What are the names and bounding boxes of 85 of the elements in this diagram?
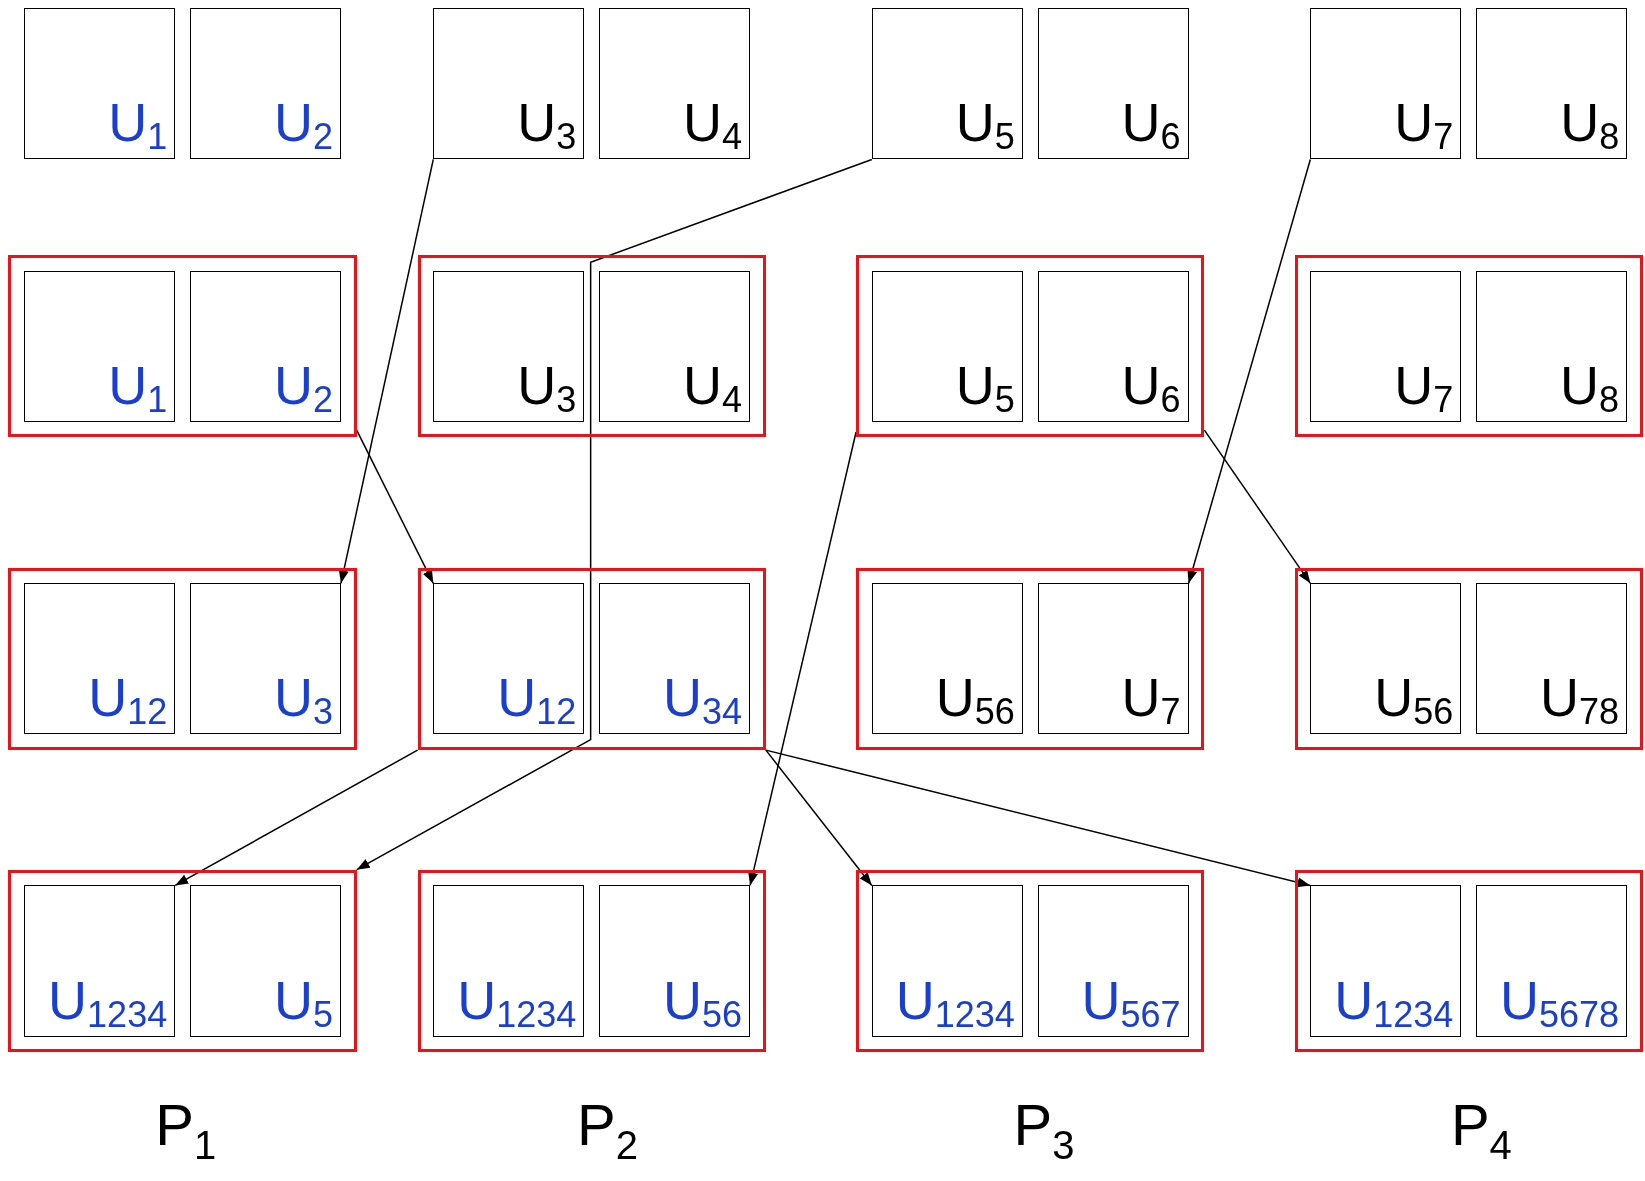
cell-value: U$_{34}$ — [663, 670, 743, 725]
memory-cell — [1037, 583, 1189, 735]
cell-value: U$_{567}$ — [1081, 972, 1181, 1027]
group-frame — [8, 254, 357, 438]
memory-cell — [599, 885, 751, 1037]
memory-cell — [871, 270, 1023, 422]
memory-cell — [189, 270, 341, 422]
cell-value: U$_{5678}$ — [1500, 972, 1620, 1027]
cell-value: U$_{8}$ — [1560, 357, 1620, 412]
memory-cell — [1037, 8, 1189, 160]
cell-value: U$_{6}$ — [1121, 95, 1181, 150]
cell-value: U$_{1}$ — [108, 95, 168, 150]
cell-value: U$_{56}$ — [935, 670, 1015, 725]
group-frame — [1294, 869, 1643, 1053]
memory-cell — [1476, 8, 1628, 160]
arrow — [174, 749, 419, 887]
group-frame — [1294, 567, 1643, 751]
memory-cell — [24, 270, 176, 422]
arrow — [338, 158, 435, 585]
memory-cell — [599, 583, 751, 735]
cell-value: U$_{5}$ — [955, 95, 1015, 150]
cell-value: U$_{56}$ — [1374, 670, 1454, 725]
memory-cell — [871, 885, 1023, 1037]
cell-value: U$_{7}$ — [1394, 95, 1454, 150]
memory-cell — [189, 583, 341, 735]
memory-cell — [1310, 8, 1462, 160]
group-frame — [856, 567, 1205, 751]
group-frame — [8, 869, 357, 1053]
memory-cell — [871, 583, 1023, 735]
cell-value: U$_{5}$ — [955, 357, 1015, 412]
cell-value: U$_{5}$ — [273, 972, 333, 1027]
memory-cell — [189, 8, 341, 160]
cell-value: U$_{78}$ — [1540, 670, 1620, 725]
cell-value: U$_{1234}$ — [1334, 972, 1454, 1027]
cell-value: U$_{4}$ — [683, 357, 743, 412]
memory-cell — [433, 885, 585, 1037]
cell-value: U$_{1}$ — [108, 357, 168, 412]
memory-cell — [1476, 270, 1628, 422]
group-frame — [417, 254, 766, 438]
memory-cell — [1310, 583, 1462, 735]
arrow — [765, 749, 1312, 888]
memory-cell — [1310, 885, 1462, 1037]
memory-cell — [1476, 885, 1628, 1037]
cell-value: U$_{1234}$ — [895, 972, 1015, 1027]
cell-value: U$_{12}$ — [88, 670, 168, 725]
arrow — [1187, 158, 1312, 585]
memory-cell — [189, 885, 341, 1037]
memory-cell — [599, 270, 751, 422]
group-frame — [417, 567, 766, 751]
memory-cell — [1037, 270, 1189, 422]
cell-value: U$_{3}$ — [273, 670, 333, 725]
cell-value: U$_{1234}$ — [48, 972, 168, 1027]
memory-cell — [1037, 885, 1189, 1037]
memory-cell — [24, 8, 176, 160]
group-frame — [856, 869, 1205, 1053]
arrow — [355, 429, 435, 585]
cell-value: U$_{7}$ — [1394, 357, 1454, 412]
cell-value: U$_{6}$ — [1121, 357, 1181, 412]
arrow — [355, 158, 873, 871]
group-frame — [1294, 254, 1643, 438]
cell-value: U$_{8}$ — [1560, 95, 1620, 150]
memory-cell — [433, 270, 585, 422]
group-frame — [417, 869, 766, 1053]
group-frame — [856, 254, 1205, 438]
cell-value: U$_{56}$ — [663, 972, 743, 1027]
memory-cell — [871, 8, 1023, 160]
cell-value: U$_{4}$ — [683, 95, 743, 150]
arrow — [1203, 429, 1312, 585]
cell-value: U$_{1234}$ — [457, 972, 577, 1027]
cell-value: U$_{2}$ — [273, 95, 333, 150]
arrow — [748, 431, 857, 887]
cell-value: U$_{3}$ — [517, 95, 577, 150]
memory-cell — [599, 8, 751, 160]
arrow — [765, 749, 873, 887]
group-frame — [8, 567, 357, 751]
memory-cell — [433, 583, 585, 735]
memory-cell — [433, 8, 585, 160]
cell-value: U$_{7}$ — [1121, 670, 1181, 725]
cell-value: U$_{3}$ — [517, 357, 577, 412]
cell-value: U$_{2}$ — [273, 357, 333, 412]
cell-value: U$_{12}$ — [497, 670, 577, 725]
memory-cell — [1310, 270, 1462, 422]
memory-cell — [24, 885, 176, 1037]
memory-cell — [24, 583, 176, 735]
memory-cell — [1476, 583, 1628, 735]
